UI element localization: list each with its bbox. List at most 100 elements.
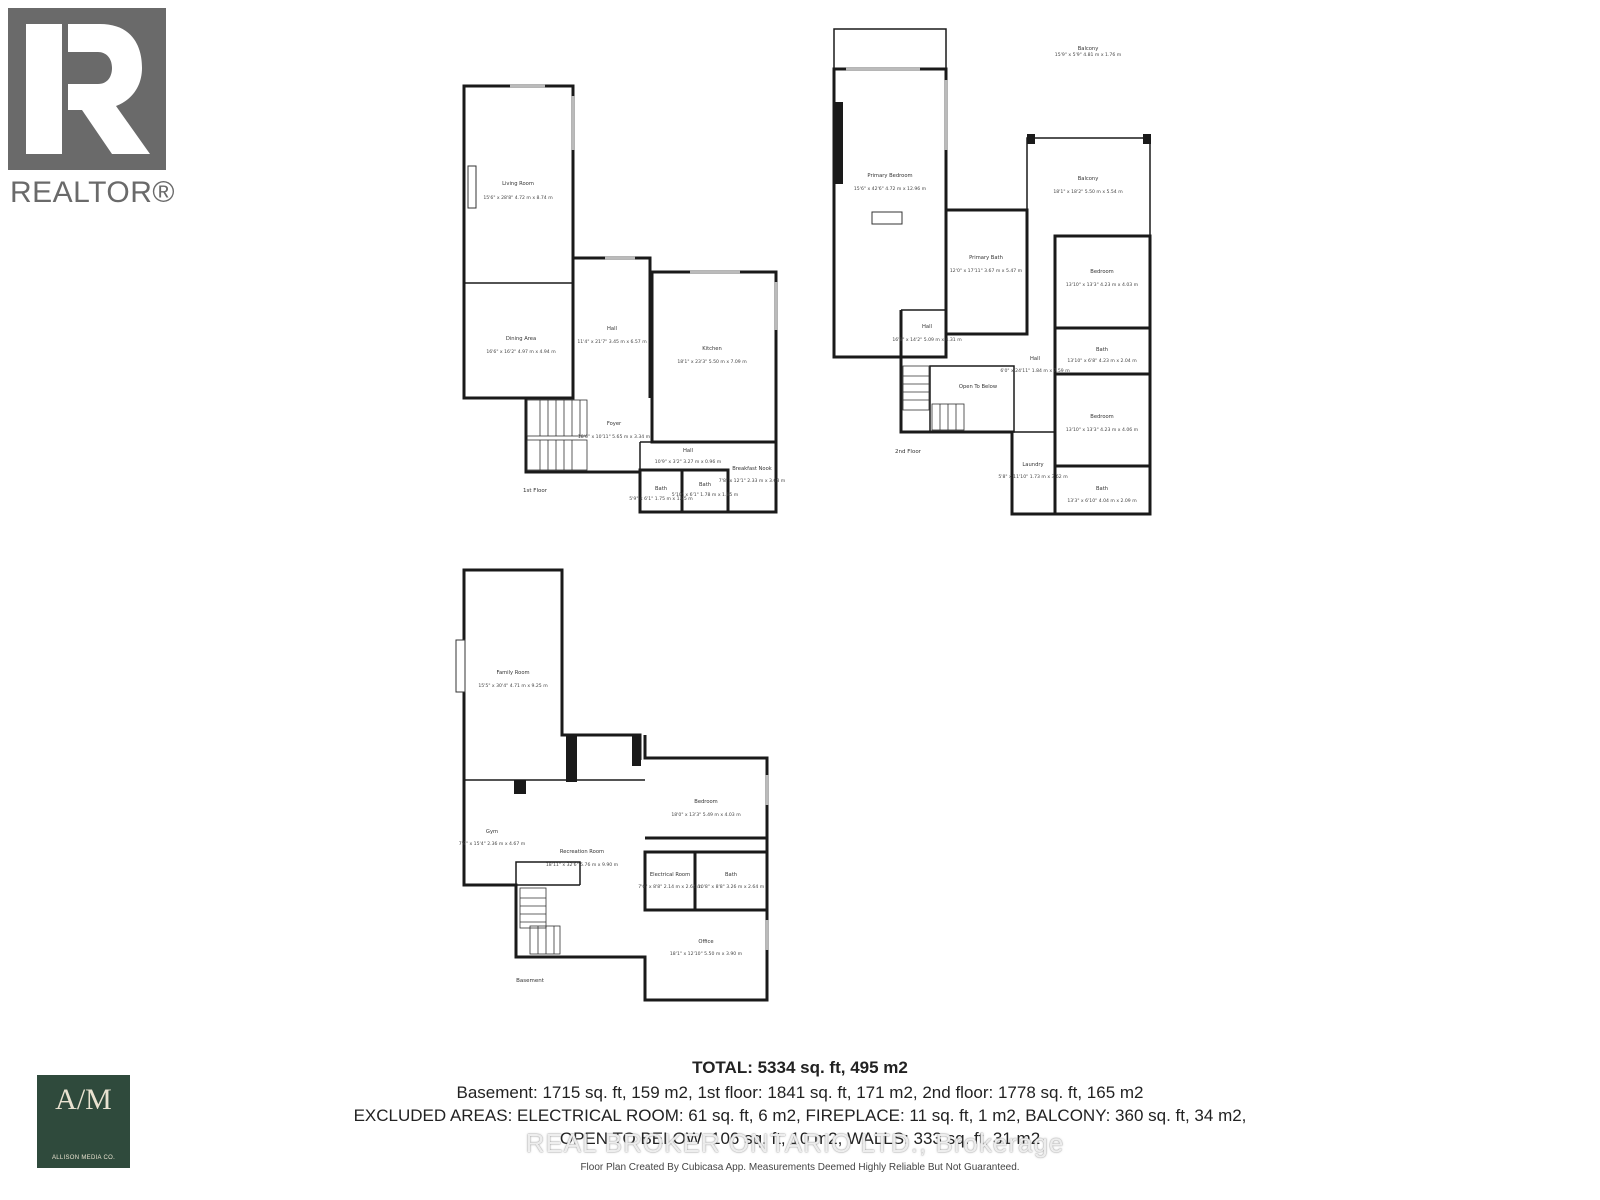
open-to-below-walls — [929, 365, 1015, 433]
allison-media-logo: A/M ALLISON MEDIA CO. — [37, 1075, 130, 1168]
breakfast-nook-name: Breakfast Nook — [732, 466, 772, 472]
basement-stair-wall — [515, 861, 581, 885]
hall-2nd-b-name: Hall — [1030, 356, 1040, 362]
bedroom-2-dim: 13'10" x 13'3" 4.23 m x 4.06 m — [1066, 427, 1139, 433]
bedroom-1-dim: 13'10" x 13'3" 4.23 m x 4.03 m — [1066, 282, 1139, 288]
recreation-room-dim: 18'11" x 32'6" 5.76 m x 9.90 m — [546, 862, 619, 868]
second-floor-stairs — [902, 365, 965, 431]
family-room-name: Family Room — [496, 670, 529, 676]
family-room-walls — [462, 568, 642, 780]
recreation-room-name: Recreation Room — [560, 849, 604, 855]
basement-bedroom-dim: 18'0" x 13'3" 5.49 m x 4.03 m — [671, 812, 741, 818]
small-hall-dim: 10'9" x 3'2" 3.27 m x 0.96 m — [655, 459, 722, 465]
electrical-room-name: Electrical Room — [650, 872, 690, 878]
bath-upper-1-name: Bath — [1096, 347, 1108, 353]
balcony-1-walls — [833, 28, 947, 70]
electrical-room-walls — [643, 850, 697, 912]
basement-bath-name: Bath — [725, 872, 737, 878]
first-floor-stairs — [526, 399, 588, 471]
hall-2nd-dim: 16'8" x 14'2" 5.09 m x 4.31 m — [892, 337, 962, 343]
small-hall-name: Hall — [683, 448, 693, 454]
bedroom-2-walls — [1053, 372, 1152, 468]
brokerage-watermark: REAL BROKER ONTARIO LTD., Brokerage — [525, 1128, 1065, 1158]
primary-bath-walls — [944, 208, 1029, 336]
foyer-dim: 18'6" x 10'11" 5.65 m x 3.34 m — [578, 434, 651, 440]
hall-2nd-name: Hall — [922, 324, 932, 330]
family-room-dim: 15'5" x 30'4" 4.71 m x 9.25 m — [478, 683, 548, 689]
closet-wall — [834, 102, 843, 184]
foyer-walls — [524, 398, 640, 474]
realtor-logo-mark — [8, 8, 166, 170]
bath-2-name: Bath — [699, 482, 711, 488]
living-room-name: Living Room — [502, 181, 534, 187]
open-to-below-name: Open To Below — [959, 384, 998, 390]
balcony-2-dim: 18'1" x 18'2" 5.50 m x 5.54 m — [1053, 189, 1123, 195]
realtor-logo: REALTOR® — [8, 8, 175, 209]
bedroom-1-name: Bedroom — [1090, 269, 1113, 275]
primary-bedroom-dim: 15'6" x 42'6" 4.72 m x 12.96 m — [854, 186, 927, 192]
basement-bath-walls — [693, 850, 769, 912]
bath-2-walls — [680, 468, 730, 514]
balcony-2-name: Balcony — [1078, 176, 1099, 182]
allison-media-name: ALLISON MEDIA CO. — [51, 1155, 116, 1161]
dining-area-name: Dining Area — [506, 336, 536, 342]
gym-dim: 7'9" x 15'4" 2.36 m x 4.67 m — [459, 841, 526, 847]
basement-label: Basement — [516, 978, 545, 984]
dining-area-dim: 16'6" x 16'2" 4.97 m x 4.94 m — [486, 349, 556, 355]
second-floor-plan: Balcony 15'9" x 5'9" 4.81 m x 1.76 m Pri… — [832, 28, 1152, 516]
hall-2nd-b-dim: 6'0" x 24'11" 1.84 m x 7.59 m — [1000, 368, 1070, 374]
gym-name: Gym — [486, 829, 498, 835]
realtor-wordmark: REALTOR® — [10, 176, 176, 209]
balcony-post — [1027, 134, 1035, 144]
kitchen-dim: 18'1" x 23'3" 5.50 m x 7.09 m — [677, 359, 747, 365]
balcony-post — [1143, 134, 1151, 144]
bedroom-1-walls — [1053, 234, 1152, 330]
hall-walls — [573, 256, 652, 398]
bath-1-name: Bath — [655, 486, 667, 492]
laundry-walls — [1011, 431, 1056, 515]
second-floor-label: 2nd Floor — [895, 449, 922, 455]
foyer-name: Foyer — [607, 421, 622, 427]
structural-column — [566, 736, 577, 782]
bath-upper-1-dim: 13'10" x 6'8" 4.23 m x 2.04 m — [1067, 358, 1137, 364]
total-area: TOTAL: 5334 sq. ft, 495 m2 — [692, 1058, 908, 1077]
basement-plan: Family Room 15'5" x 30'4" 4.71 m x 9.25 … — [455, 568, 769, 1002]
kitchen-name: Kitchen — [702, 346, 722, 352]
allison-media-mark: A/M — [55, 1083, 112, 1116]
structural-column — [632, 736, 641, 766]
excluded-areas-cont: OPEN TO BELOW: 106 sq. ft, 10 m2, WALLS:… — [559, 1129, 1041, 1148]
basement-bedroom-name: Bedroom — [694, 799, 717, 805]
disclaimer: Floor Plan Created By Cubicasa App. Meas… — [580, 1162, 1020, 1173]
basement-stairs — [519, 887, 561, 955]
first-floor-label: 1st Floor — [523, 488, 548, 494]
primary-bath-dim: 12'0" x 17'11" 3.67 m x 5.47 m — [950, 268, 1023, 274]
bedroom-2-name: Bedroom — [1090, 414, 1113, 420]
fireplace-icon — [467, 165, 477, 209]
basement-outer-walls — [462, 735, 769, 1002]
balcony-2-walls — [1026, 137, 1151, 236]
bath-upper-2-dim: 13'3" x 6'10" 4.04 m x 2.09 m — [1067, 498, 1137, 504]
office-name: Office — [698, 939, 713, 945]
breakfast-nook-walls — [726, 440, 778, 514]
basement-bath-dim: 10'8" x 8'8" 3.26 m x 2.64 m — [698, 884, 765, 890]
primary-bath-name: Primary Bath — [969, 255, 1003, 261]
balcony-1-dim: 15'9" x 5'9" 4.81 m x 1.76 m — [1055, 52, 1122, 58]
hall-name: Hall — [607, 326, 617, 332]
primary-bedroom-name: Primary Bedroom — [867, 173, 912, 179]
first-floor-plan: Living Room 15'6" x 28'8" 4.72 m x 8.74 … — [462, 84, 786, 514]
electrical-room-dim: 7'0" x 8'8" 2.14 m x 2.64 m — [638, 884, 702, 890]
bath-1-dim: 5'9" x 6'1" 1.75 m x 1.85 m — [629, 496, 693, 502]
floor-areas: Basement: 1715 sq. ft, 159 m2, 1st floor… — [456, 1083, 1144, 1102]
laundry-dim: 5'8" x 11'10" 1.73 m x 3.62 m — [998, 474, 1068, 480]
living-room-dim: 15'6" x 28'8" 4.72 m x 8.74 m — [483, 195, 553, 201]
breakfast-nook-dim: 7'8" x 12'1" 2.33 m x 3.68 m — [719, 478, 786, 484]
balcony-1-name: Balcony — [1078, 46, 1099, 52]
fireplace-icon — [455, 639, 466, 693]
bath-2-dim: 5'10" x 6'1" 1.78 m x 1.85 m — [672, 492, 739, 498]
bath-upper-2-name: Bath — [1096, 486, 1108, 492]
laundry-name: Laundry — [1022, 462, 1043, 468]
office-dim: 18'1" x 12'10" 5.50 m x 3.90 m — [670, 951, 743, 957]
kitchen-walls — [650, 270, 778, 444]
structural-column — [514, 780, 526, 794]
